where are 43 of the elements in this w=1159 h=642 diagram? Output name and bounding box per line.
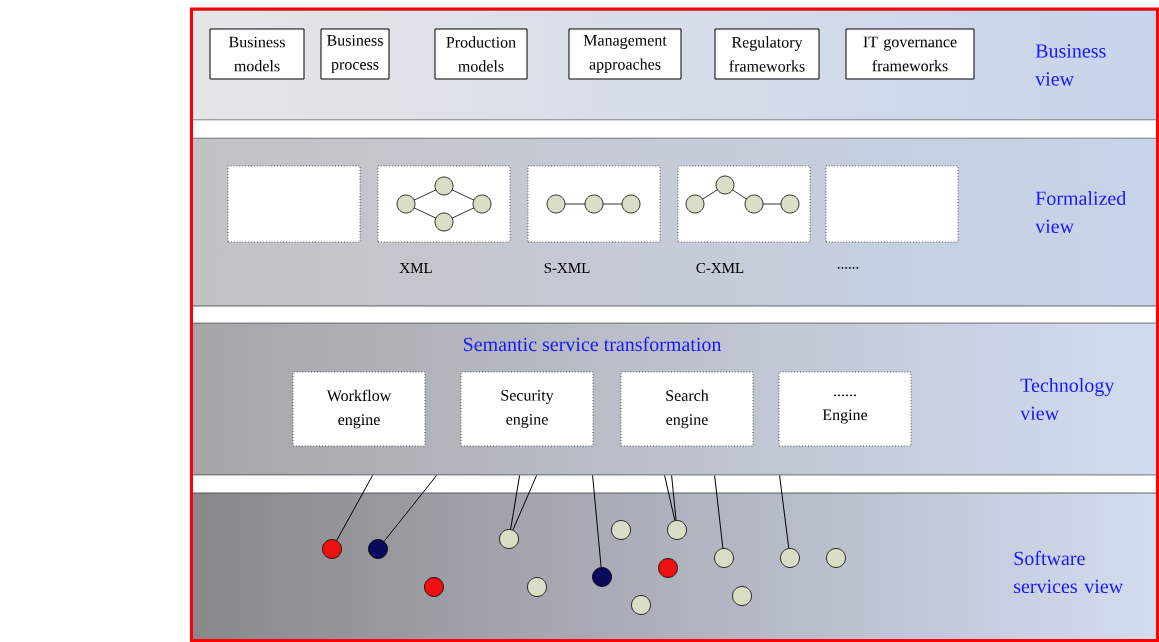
format-label: XML bbox=[399, 263, 432, 273]
service-dot bbox=[368, 539, 388, 559]
service-dot bbox=[611, 520, 631, 540]
text-box: Security engine bbox=[460, 371, 594, 447]
text-box: Search engine bbox=[620, 371, 754, 447]
text-box: Production models bbox=[434, 28, 528, 80]
view-label: Business view bbox=[1035, 44, 1106, 86]
connector-line bbox=[664, 474, 676, 521]
service-dot bbox=[732, 586, 752, 606]
service-dot bbox=[322, 539, 342, 559]
service-dot bbox=[527, 577, 547, 597]
dotted-box bbox=[227, 165, 361, 243]
connector-line bbox=[512, 474, 538, 531]
format-label: S-XML bbox=[544, 262, 590, 274]
connector-line bbox=[510, 474, 521, 530]
service-dot bbox=[499, 529, 519, 549]
service-dot bbox=[631, 595, 651, 615]
view-label: Formalized view bbox=[1035, 190, 1127, 233]
text-box: Regulatory frameworks bbox=[714, 28, 820, 80]
text-box: Workflow engine bbox=[292, 371, 426, 447]
connector-line bbox=[592, 474, 602, 568]
service-dot bbox=[780, 548, 800, 568]
text-box: Business models bbox=[209, 28, 305, 80]
service-dot bbox=[826, 548, 846, 568]
text-box: IT governance frameworks bbox=[845, 28, 975, 80]
format-label: ...... bbox=[837, 267, 859, 269]
band-heading: Semantic service transformation bbox=[463, 336, 722, 352]
connector-line bbox=[671, 474, 677, 521]
text-box: Management approaches bbox=[568, 28, 682, 80]
connector-line bbox=[336, 474, 374, 541]
service-dot bbox=[592, 567, 612, 587]
service-dot bbox=[424, 577, 444, 597]
service-dot bbox=[667, 520, 687, 540]
view-label: Software services view bbox=[1014, 550, 1124, 594]
connector-line bbox=[383, 474, 438, 542]
service-dot bbox=[658, 558, 678, 578]
text-box: ...... Engine bbox=[778, 371, 912, 447]
service-dot bbox=[714, 548, 734, 568]
text-box: Business process bbox=[320, 28, 390, 80]
view-label: Technology view bbox=[1020, 377, 1115, 420]
connector-line bbox=[714, 474, 724, 549]
connector-line bbox=[779, 474, 790, 549]
format-label: C-XML bbox=[696, 262, 744, 274]
